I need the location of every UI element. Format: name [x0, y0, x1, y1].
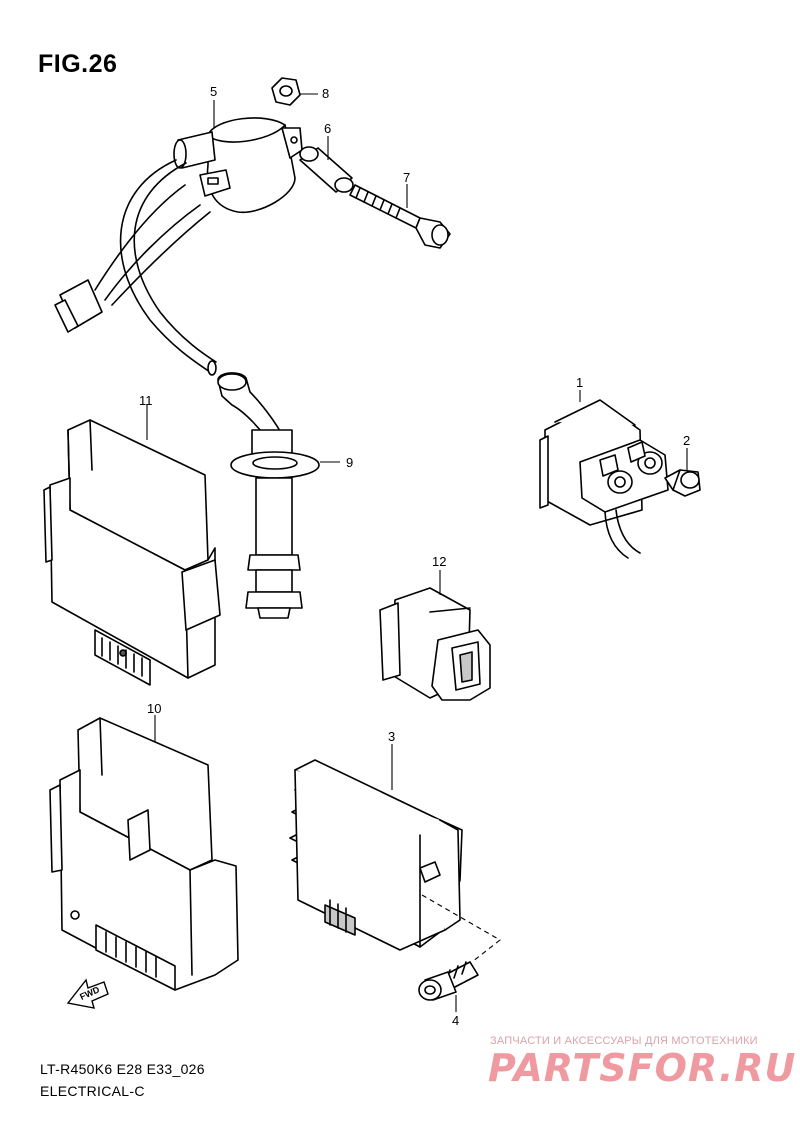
callout-5: 5 — [210, 84, 217, 99]
callout-12: 12 — [432, 554, 446, 569]
ignition-coil-part[interactable] — [54, 117, 303, 376]
bolt-part-4[interactable] — [418, 961, 479, 1001]
callout-9: 9 — [346, 455, 353, 470]
watermark-logo: PARTSFOR.RU — [488, 1046, 797, 1090]
nut-part[interactable] — [271, 77, 301, 106]
callout-1: 1 — [576, 375, 583, 390]
connector-socket-part-12[interactable] — [379, 587, 491, 701]
regulator-rectifier-part-3[interactable] — [289, 759, 463, 951]
spark-plug-cap-part[interactable] — [217, 372, 320, 619]
diagram-code: LT-R450K6 E28 E33_026 — [40, 1061, 205, 1077]
callout-3: 3 — [388, 729, 395, 744]
forward-direction-arrow-icon: FWD — [66, 978, 109, 1009]
ecu-unit-part-10[interactable] — [49, 717, 239, 991]
callout-numbers: 5 8 6 7 9 11 1 2 12 10 3 4 — [139, 84, 690, 1028]
ecm-unit-part-11[interactable] — [43, 419, 221, 686]
leader-lines — [146, 93, 688, 1012]
callout-6: 6 — [324, 121, 331, 136]
watermark-caption: ЗАПЧАСТИ И АКСЕССУАРЫ ДЛЯ МОТОТЕХНИКИ — [490, 1035, 758, 1047]
callout-8: 8 — [322, 86, 329, 101]
relay-part-1[interactable] — [539, 399, 669, 559]
callout-7: 7 — [403, 170, 410, 185]
diagram-section: ELECTRICAL-C — [40, 1083, 145, 1099]
callout-4: 4 — [452, 1013, 459, 1028]
assembly-dashed-line — [421, 894, 501, 963]
spacer-part[interactable] — [299, 146, 354, 193]
callout-10: 10 — [147, 701, 161, 716]
screw-part-2[interactable] — [664, 469, 701, 497]
callout-2: 2 — [683, 433, 690, 448]
callout-11: 11 — [139, 393, 153, 408]
bolt-part-7[interactable] — [349, 184, 451, 249]
figure-title: FIG.26 — [38, 50, 118, 78]
